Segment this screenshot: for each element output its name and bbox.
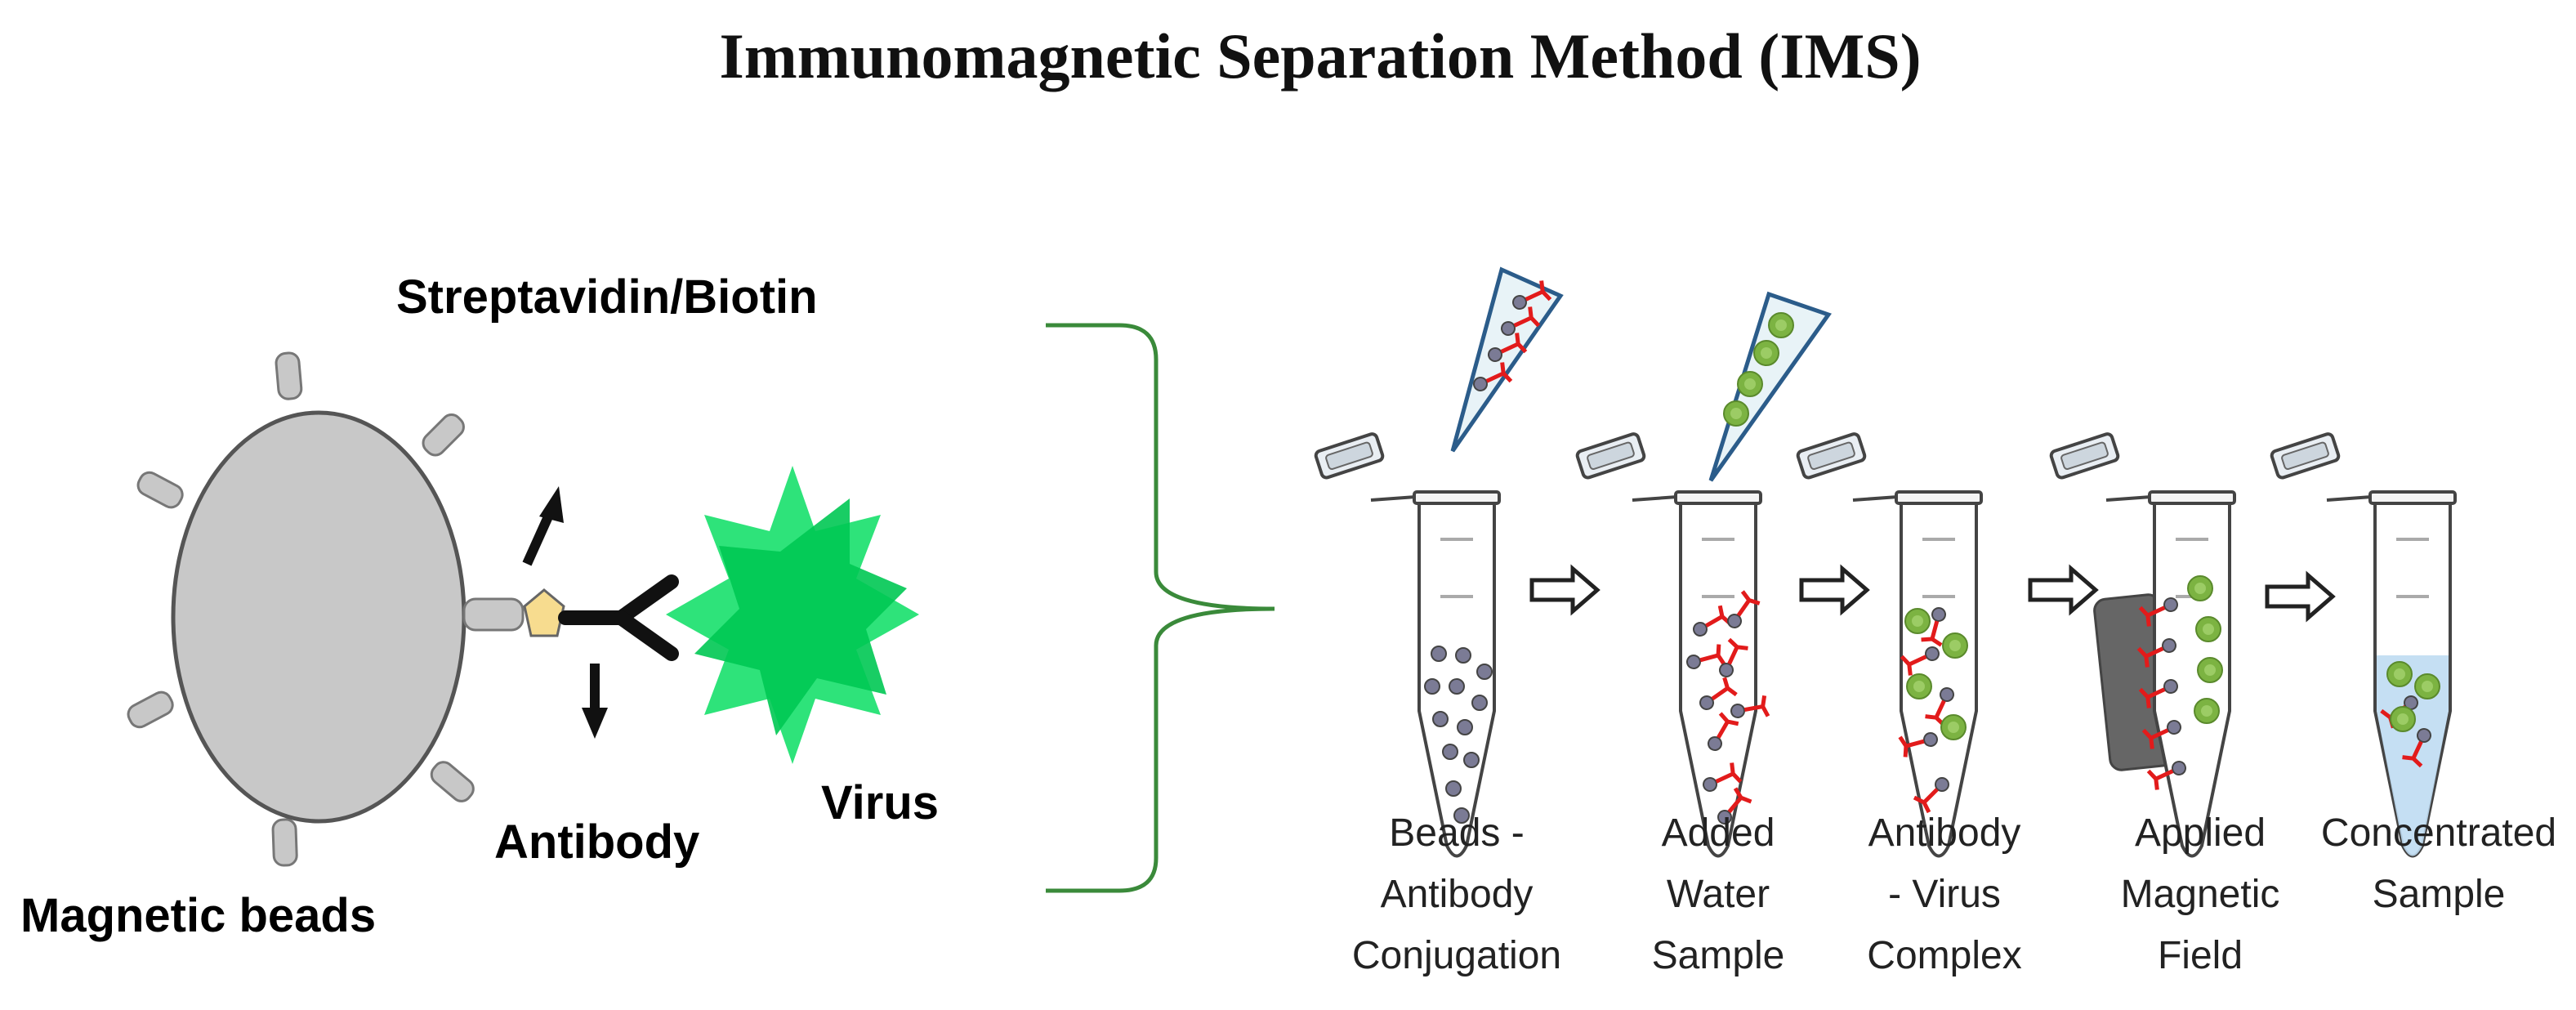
process-arrow-3 bbox=[2030, 569, 2096, 611]
up-arrow-icon bbox=[522, 486, 564, 566]
step-label-line: Applied bbox=[2135, 811, 2266, 855]
streptavidin-pentagon bbox=[523, 588, 565, 637]
process-arrow-4 bbox=[2267, 575, 2333, 618]
tube-antibody-virus-complex bbox=[1795, 431, 1983, 858]
process-arrow-1 bbox=[1532, 569, 1597, 611]
step-label-line: - Virus bbox=[1888, 873, 2001, 916]
linker-stub bbox=[462, 597, 525, 632]
curly-brace bbox=[1046, 323, 1275, 893]
step-label-line: Antibody bbox=[1868, 811, 2021, 855]
magnetic-bead-illustration bbox=[123, 351, 919, 867]
tube-concentrated-sample bbox=[2269, 431, 2457, 858]
step-label-line: Water bbox=[1667, 873, 1770, 916]
step-label-line: Complex bbox=[1867, 934, 2021, 977]
diagram-title: Immunomagnetic Separation Method (IMS) bbox=[719, 20, 1921, 92]
step-label-line: Antibody bbox=[1381, 873, 1534, 916]
virus-label: Virus bbox=[821, 776, 939, 829]
step-label-line: Field bbox=[2158, 934, 2243, 977]
step-label-3: Antibody - Virus Complex bbox=[1867, 811, 2021, 977]
tube-added-water-sample bbox=[1574, 431, 1776, 858]
process-arrow-2 bbox=[1801, 569, 1867, 611]
step-label-line: Sample bbox=[1652, 934, 1785, 977]
tube-beads-antibody-conjugation bbox=[1313, 431, 1501, 858]
magnetic-bead bbox=[171, 410, 467, 824]
step-label-line: Concentrated bbox=[2321, 811, 2556, 855]
antibody-label: Antibody bbox=[494, 816, 699, 869]
tube-applied-magnetic-field bbox=[2048, 431, 2236, 858]
virus-icon bbox=[666, 466, 919, 764]
antibody-shape bbox=[558, 574, 679, 661]
streptavidin-biotin-label: Streptavidin/Biotin bbox=[396, 270, 818, 324]
step-label-line: Magnetic bbox=[2121, 873, 2280, 916]
pipette-tip-virus-icon bbox=[1708, 291, 1832, 482]
magnetic-beads-label: Magnetic beads bbox=[20, 889, 376, 942]
step-label-line: Beads - bbox=[1389, 811, 1524, 855]
step-label-line: Conjugation bbox=[1352, 934, 1561, 977]
step-label-5: Concentrated Sample bbox=[2321, 811, 2556, 916]
step-label-4: Applied Magnetic Field bbox=[2121, 811, 2280, 977]
step-label-line: Added bbox=[1662, 811, 1775, 855]
step-label-line: Sample bbox=[2373, 873, 2506, 916]
step-label-2: Added Water Sample bbox=[1652, 811, 1785, 977]
down-arrow-icon bbox=[582, 664, 608, 739]
pipette-tip-antibody-icon bbox=[1450, 266, 1564, 453]
step-label-1: Beads - Antibody Conjugation bbox=[1352, 811, 1561, 977]
